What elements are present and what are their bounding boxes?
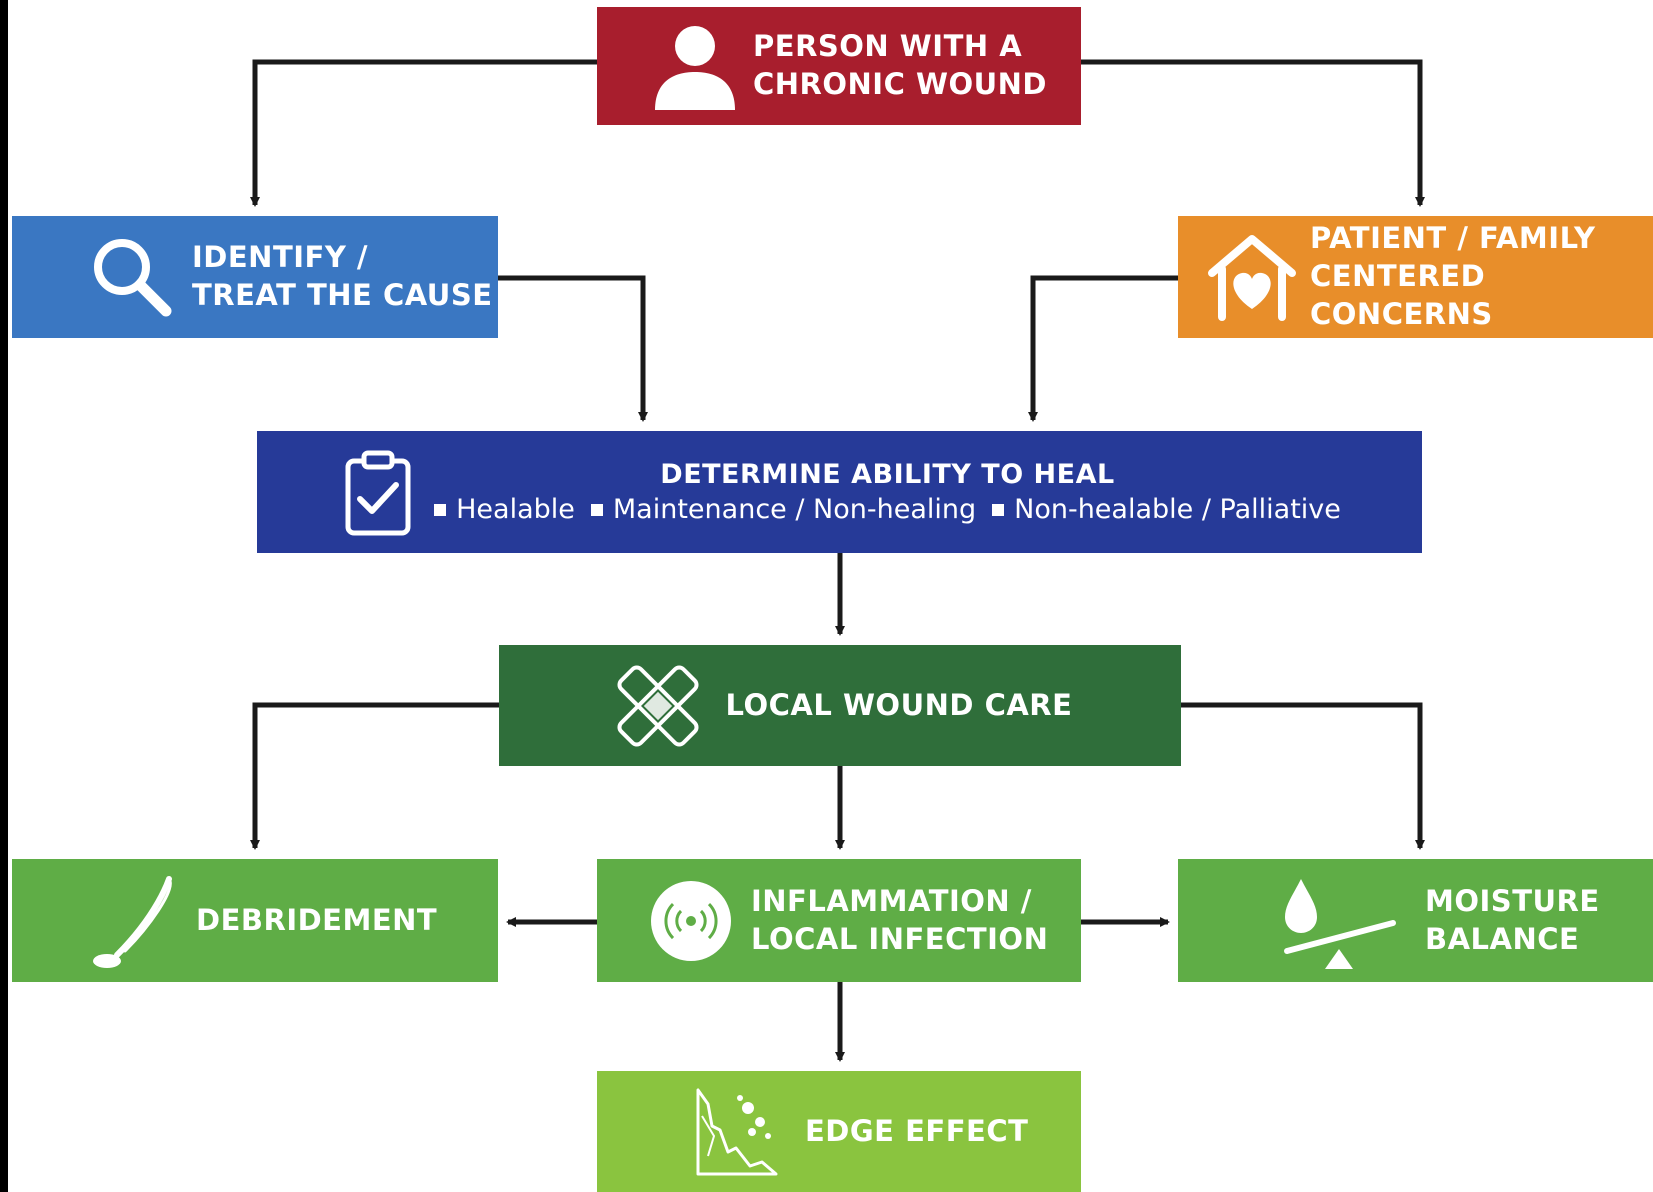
node-identify-treat-cause: IDENTIFY / TREAT THE CAUSE: [12, 216, 498, 338]
arrow-person-to-identify: [250, 59, 597, 207]
node-moisture-line2: BALANCE: [1425, 921, 1580, 956]
node-determine-text: DETERMINE ABILITY TO HEAL Healable Maint…: [434, 459, 1341, 525]
node-person-label: PERSON WITH A CHRONIC WOUND: [753, 28, 1047, 103]
arrow-person-to-patient: [1081, 59, 1425, 207]
node-person-line2: CHRONIC WOUND: [753, 67, 1048, 101]
node-inflammation-line1: INFLAMMATION /: [751, 883, 1032, 918]
node-patient-family-concerns: PATIENT / FAMILY CENTERED CONCERNS: [1178, 216, 1653, 338]
node-moisture-balance: MOISTURE BALANCE: [1178, 859, 1653, 982]
bullet-square-icon: [434, 503, 447, 516]
healing-option-label: Non-healable / Palliative: [1014, 494, 1341, 525]
node-person-with-chronic-wound: PERSON WITH A CHRONIC WOUND: [597, 7, 1081, 125]
arrow-local-to-debridement: [250, 702, 499, 850]
bullet-square-icon: [992, 503, 1005, 516]
node-inflammation-label: INFLAMMATION / LOCAL INFECTION: [751, 883, 1048, 958]
clipboard-check-icon: [338, 431, 418, 553]
node-patient-line1: PATIENT / FAMILY: [1310, 221, 1596, 256]
node-determine-title: DETERMINE ABILITY TO HEAL: [660, 459, 1115, 490]
node-identify-line2: TREAT THE CAUSE: [192, 278, 493, 312]
node-person-line1: PERSON WITH A: [753, 29, 1023, 64]
node-inflammation-line2: LOCAL INFECTION: [751, 921, 1049, 956]
infection-signal-icon: [641, 859, 741, 982]
healing-option: Non-healable / Palliative: [992, 494, 1341, 525]
node-moisture-line1: MOISTURE: [1425, 883, 1600, 918]
healing-option: Healable: [434, 494, 575, 525]
node-edge-label: EDGE EFFECT: [805, 1113, 1029, 1148]
node-identify-label: IDENTIFY / TREAT THE CAUSE: [192, 239, 493, 314]
bullet-square-icon: [590, 503, 603, 516]
node-moisture-label: MOISTURE BALANCE: [1425, 883, 1600, 958]
healing-option-label: Healable: [456, 494, 575, 525]
node-edge-effect: EDGE EFFECT: [597, 1071, 1081, 1192]
node-patient-label: PATIENT / FAMILY CENTERED CONCERNS: [1310, 220, 1653, 333]
node-debridement: DEBRIDEMENT: [12, 859, 498, 982]
node-identify-line1: IDENTIFY /: [192, 240, 369, 275]
arrow-patient-to-determine: [1028, 275, 1178, 422]
brush-icon: [82, 859, 192, 982]
node-debridement-label: DEBRIDEMENT: [196, 902, 438, 937]
node-determine-ability-to-heal: DETERMINE ABILITY TO HEAL Healable Maint…: [257, 431, 1422, 553]
bandage-icon: [608, 645, 708, 766]
arrow-identify-to-determine: [498, 275, 648, 422]
magnifier-icon: [82, 216, 182, 338]
healing-option-label: Maintenance / Non-healing: [612, 494, 977, 525]
drop-balance-icon: [1273, 859, 1403, 982]
rock-edge-icon: [687, 1071, 787, 1192]
node-inflammation-infection: INFLAMMATION / LOCAL INFECTION: [597, 859, 1081, 982]
healing-options-list: Healable Maintenance / Non-healing Non-h…: [434, 494, 1341, 525]
node-local-wound-care: LOCAL WOUND CARE: [499, 645, 1181, 766]
house-heart-icon: [1202, 216, 1302, 338]
healing-option: Maintenance / Non-healing: [590, 494, 977, 525]
left-edge-bar: [0, 0, 8, 1192]
node-local-label: LOCAL WOUND CARE: [725, 687, 1073, 722]
node-patient-line2: CENTERED CONCERNS: [1310, 259, 1493, 331]
person-icon: [645, 7, 745, 125]
arrow-local-to-moisture: [1181, 702, 1425, 850]
